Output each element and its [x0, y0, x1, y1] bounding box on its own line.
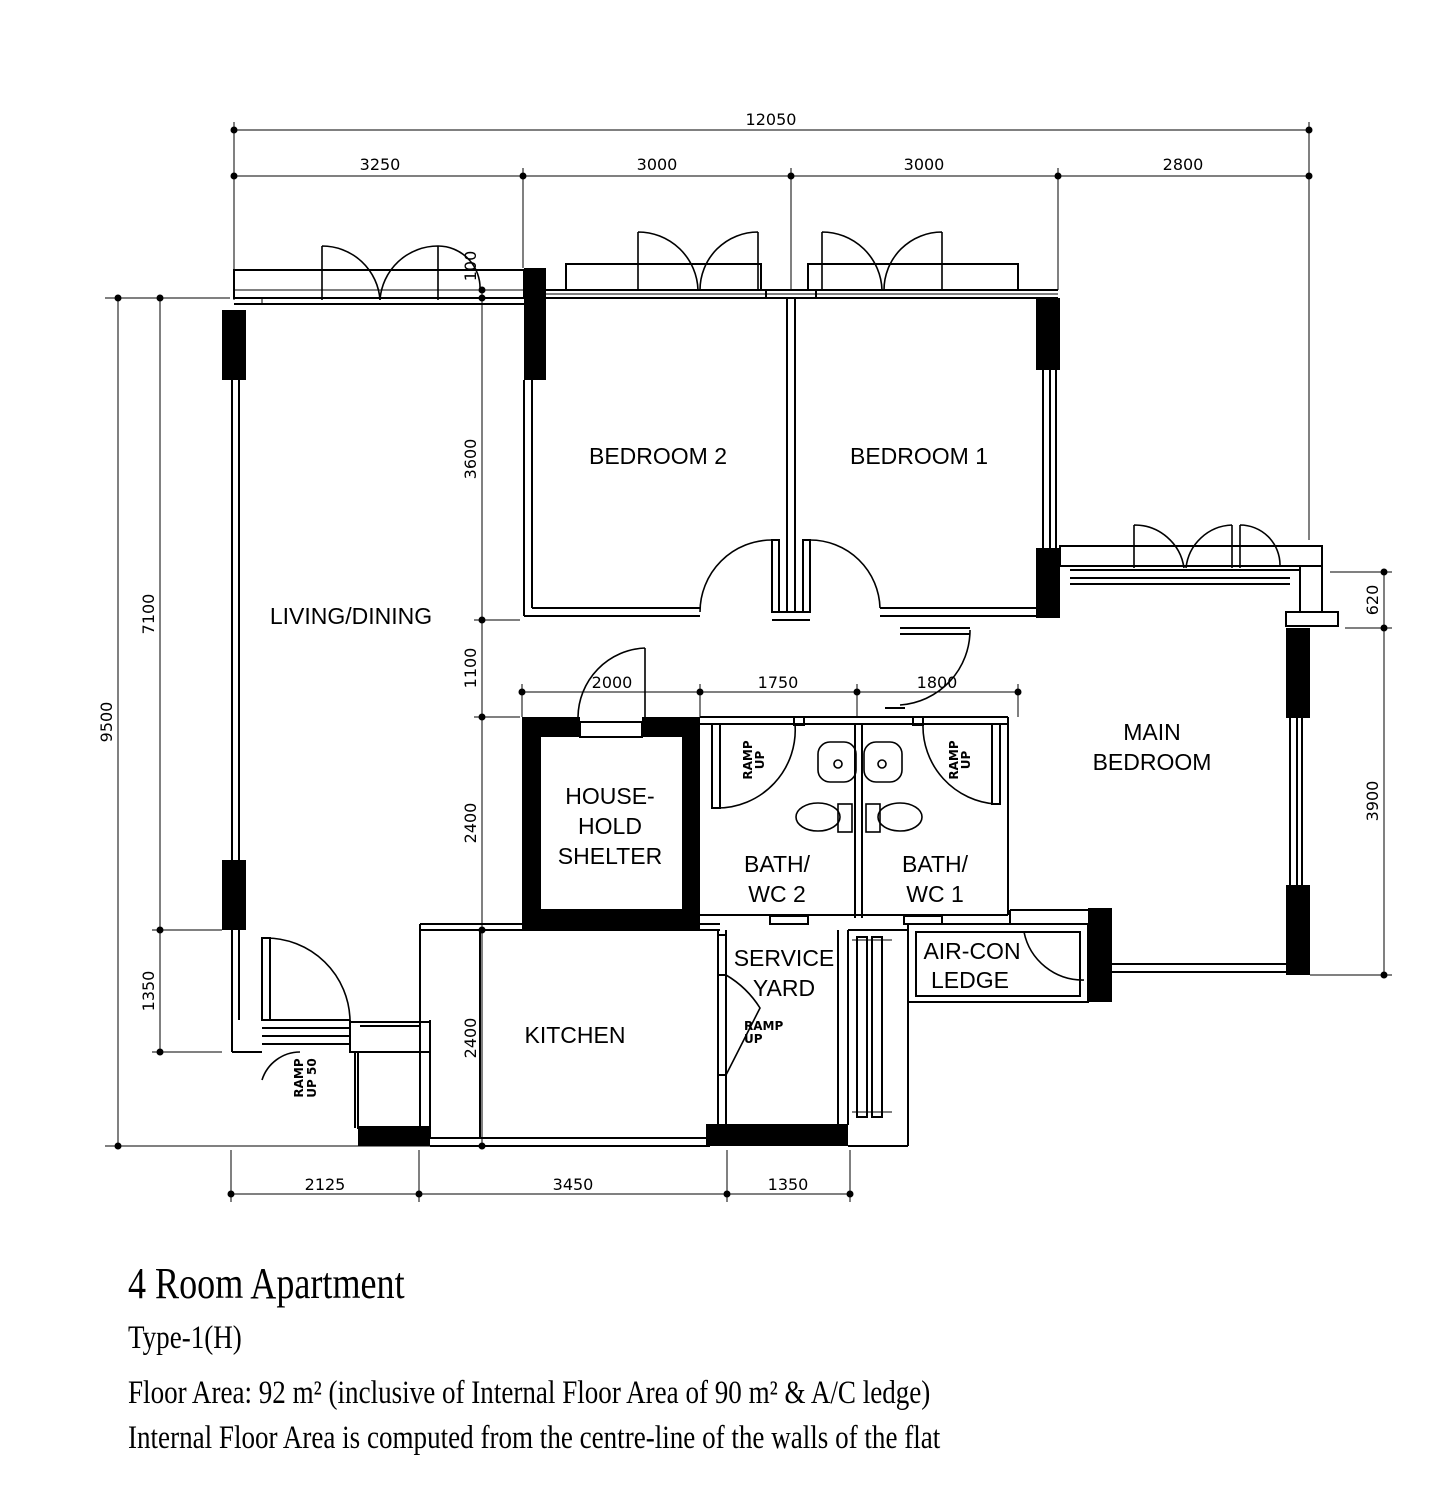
dim-center-3: 1100 — [461, 648, 480, 689]
dim-inner-3: 1800 — [917, 673, 958, 692]
label-aircon-1: AIR-CON — [923, 938, 1020, 964]
room-labels: LIVING/DINING BEDROOM 2 BEDROOM 1 MAIN B… — [270, 443, 1212, 1048]
label-bedroom-1: BEDROOM 1 — [850, 443, 988, 469]
ramp-service-a: RAMP — [744, 1019, 783, 1033]
ramp-bath2-a: RAMP — [741, 740, 755, 779]
label-main-bedroom-1: MAIN — [1123, 719, 1181, 745]
label-living-dining: LIVING/DINING — [270, 603, 432, 629]
dim-center-2: 3600 — [461, 439, 480, 480]
label-shelter-2: HOLD — [578, 813, 642, 839]
label-shelter-3: SHELTER — [558, 843, 662, 869]
label-aircon-2: LEDGE — [931, 967, 1009, 993]
dim-right-upper: 620 — [1363, 585, 1382, 616]
dim-inner-1: 2000 — [592, 673, 633, 692]
dim-center-1: 100 — [461, 251, 480, 282]
dimension-labels: 12050 3250 3000 3000 2800 2000 1750 1800… — [97, 110, 1382, 1194]
label-service-2: YARD — [753, 975, 815, 1001]
walls — [231, 263, 1339, 1147]
sanitary-fixtures — [795, 741, 923, 833]
ramp-entry-a: RAMP — [292, 1058, 306, 1097]
plan-type: Type-1(H) — [128, 1320, 242, 1356]
dim-top-1: 3250 — [360, 155, 401, 174]
doors — [261, 231, 1281, 1081]
ramp-bath1-a: RAMP — [947, 740, 961, 779]
dim-bottom-2: 3450 — [553, 1175, 594, 1194]
label-bedroom-2: BEDROOM 2 — [589, 443, 727, 469]
dim-top-4: 2800 — [1163, 155, 1204, 174]
plan-title: 4 Room Apartment — [128, 1259, 405, 1308]
ramp-bath2-b: UP — [753, 751, 767, 770]
label-bath2-1: BATH/ — [744, 851, 811, 877]
label-bath1-2: WC 1 — [906, 881, 964, 907]
dim-bottom-3: 1350 — [768, 1175, 809, 1194]
label-bath2-2: WC 2 — [748, 881, 806, 907]
floor-area-note: Internal Floor Area is computed from the… — [128, 1420, 941, 1456]
ramp-bath1-b: UP — [959, 751, 973, 770]
dim-center-4: 2400 — [461, 803, 480, 844]
label-kitchen: KITCHEN — [525, 1022, 626, 1048]
dim-right-lower: 3900 — [1363, 781, 1382, 822]
label-service-1: SERVICE — [734, 945, 835, 971]
structural-columns — [222, 268, 1310, 1146]
label-bath1-1: BATH/ — [902, 851, 969, 877]
dim-overall-width: 12050 — [746, 110, 797, 129]
ramp-entry-b: UP 50 — [305, 1058, 319, 1097]
dim-inner-2: 1750 — [758, 673, 799, 692]
dim-left-upper: 7100 — [139, 594, 158, 635]
dim-center-5: 2400 — [461, 1018, 480, 1059]
dim-top-2: 3000 — [637, 155, 678, 174]
ramp-labels: RAMP UP RAMP UP RAMP UP RAMP UP 50 — [292, 740, 973, 1098]
label-shelter-1: HOUSE- — [565, 783, 654, 809]
dim-left-overall: 9500 — [97, 702, 116, 743]
dim-top-3: 3000 — [904, 155, 945, 174]
dim-left-lower: 1350 — [139, 971, 158, 1012]
dim-bottom-1: 2125 — [305, 1175, 346, 1194]
label-main-bedroom-2: BEDROOM — [1093, 749, 1212, 775]
ramp-service-b: UP — [744, 1032, 763, 1046]
floor-area-text: Floor Area: 92 m² (inclusive of Internal… — [128, 1375, 931, 1411]
floor-plan: 12050 3250 3000 3000 2800 2000 1750 1800… — [97, 110, 1392, 1202]
